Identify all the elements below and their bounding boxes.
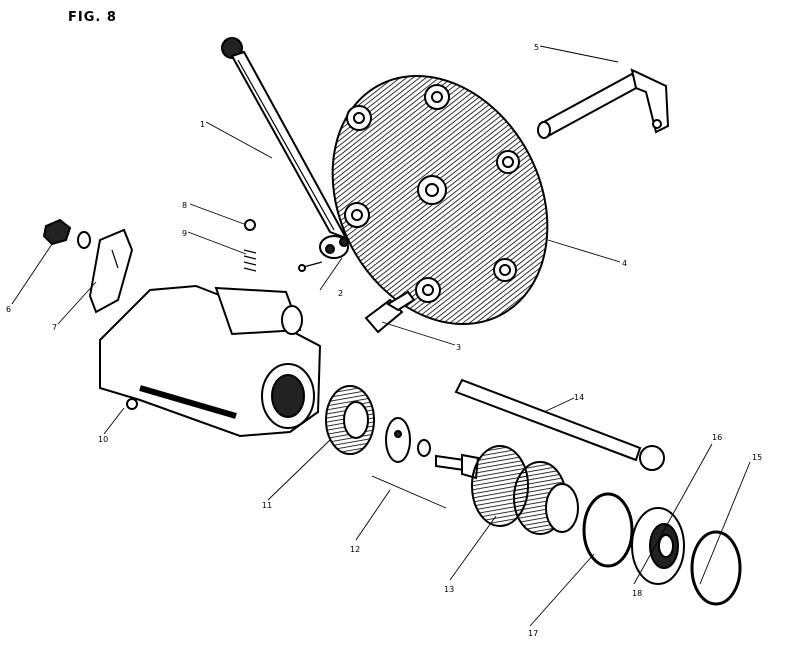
small-ball xyxy=(244,219,256,231)
callout-7: 7 xyxy=(52,323,57,332)
callouts: 1 2 3 4 5 6 7 8 9 10 11 12 13 14 15 16 1… xyxy=(6,43,762,638)
cross-shaft xyxy=(537,68,670,139)
bolt xyxy=(364,290,416,334)
callout-10: 10 xyxy=(98,435,108,444)
small-washer xyxy=(417,439,431,457)
callout-12: 12 xyxy=(350,545,360,554)
leader-lines xyxy=(11,45,751,627)
callout-5: 5 xyxy=(534,43,539,52)
callout-1: 1 xyxy=(200,120,205,129)
callout-15: 15 xyxy=(752,453,762,462)
thrust-plate xyxy=(385,417,411,463)
gear-lever xyxy=(221,37,349,259)
detent-spring xyxy=(243,249,257,272)
callout-8: 8 xyxy=(182,201,187,210)
callout-14: 14 xyxy=(574,393,584,402)
callout-13: 13 xyxy=(444,585,454,594)
callout-16: 16 xyxy=(712,433,722,442)
callout-17: 17 xyxy=(528,629,538,638)
figure-title: FIG. 8 xyxy=(68,10,117,25)
main-shaft xyxy=(454,378,665,471)
callout-9: 9 xyxy=(182,229,187,238)
screw xyxy=(298,261,323,272)
gearbox-housing xyxy=(99,284,322,438)
snap-ring xyxy=(582,492,634,568)
callout-11: 11 xyxy=(262,501,272,510)
gear-cluster xyxy=(471,445,579,535)
selector-arm xyxy=(88,228,134,314)
cover-plate xyxy=(331,74,549,326)
circlip xyxy=(690,530,742,606)
callout-18: 18 xyxy=(632,589,642,598)
short-bolt xyxy=(435,453,480,480)
nut xyxy=(42,218,72,246)
washer xyxy=(77,231,91,249)
callout-4: 4 xyxy=(622,259,627,268)
bearing xyxy=(631,507,685,585)
callout-6: 6 xyxy=(6,305,11,314)
callout-3: 3 xyxy=(456,343,461,352)
callout-2: 2 xyxy=(338,289,343,298)
synchro-hub xyxy=(325,385,375,455)
